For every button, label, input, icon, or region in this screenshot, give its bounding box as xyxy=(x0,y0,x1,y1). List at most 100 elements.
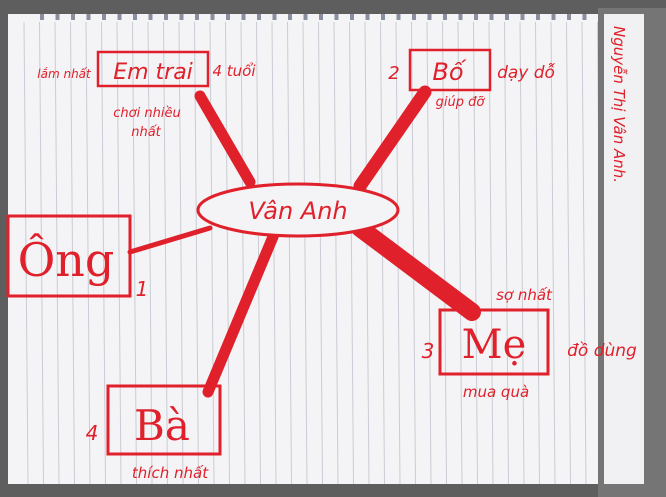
ruled-line xyxy=(240,21,246,485)
spiral-hole xyxy=(334,14,339,20)
node-ong-label: Ông xyxy=(18,232,115,287)
number-me: 3 xyxy=(422,339,435,363)
spiral-hole xyxy=(226,14,230,20)
ruled-line xyxy=(364,21,370,485)
ruled-line xyxy=(163,21,168,485)
spiral-hole xyxy=(210,14,215,20)
ruled-line xyxy=(39,21,44,485)
spiral-hole xyxy=(164,14,168,20)
spiral-hole xyxy=(257,14,261,20)
number-bo: 2 xyxy=(388,63,399,84)
ruled-line xyxy=(442,21,447,485)
spiral-hole xyxy=(179,14,184,20)
spiral-hole xyxy=(102,14,106,20)
branch-stroke-ba xyxy=(202,226,281,398)
spiral-hole xyxy=(117,14,122,20)
ruled-line xyxy=(349,21,354,485)
spiral-hole xyxy=(443,14,447,20)
spiral-hole xyxy=(148,14,153,20)
spiral-hole xyxy=(71,14,75,20)
spiral-hole xyxy=(303,14,308,20)
spiral-hole xyxy=(272,14,277,20)
spiral-hole xyxy=(582,14,587,20)
ruled-line xyxy=(581,21,587,485)
spiral-hole xyxy=(288,14,292,20)
spiral-hole xyxy=(86,14,91,20)
note-em-trai-1: lắm nhất xyxy=(37,67,92,81)
ruled-line xyxy=(488,21,494,485)
ruled-line xyxy=(85,21,91,485)
node-bo xyxy=(408,48,492,92)
spiral-hole xyxy=(520,14,525,20)
spiral-hole xyxy=(474,14,478,20)
ruled-line xyxy=(535,21,540,485)
spiral-hole xyxy=(551,14,556,20)
branch-stroke-ong xyxy=(127,225,213,255)
note-em-trai-3: chơi nhiều xyxy=(113,106,180,121)
spiral-hole xyxy=(458,14,463,20)
spiral-hole xyxy=(133,14,137,20)
ruled-line xyxy=(70,21,75,485)
ruled-line xyxy=(54,21,60,485)
node-ba-label: Bà xyxy=(134,401,190,450)
spiral-hole xyxy=(536,14,540,20)
spiral-hole xyxy=(195,14,199,20)
ruled-line xyxy=(457,21,463,485)
note-em-trai-2: 4 tuổi xyxy=(212,62,256,80)
ruled-line xyxy=(116,21,122,485)
spiral-hole xyxy=(365,14,370,20)
ruled-line xyxy=(550,21,556,485)
node-bo-label: Bố xyxy=(432,58,466,86)
author-signature: Nguyễn Thị Vân Anh. xyxy=(610,26,628,183)
node-me xyxy=(438,308,550,376)
center-node xyxy=(196,182,400,238)
ruled-line xyxy=(147,21,153,485)
ruled-line xyxy=(23,21,29,485)
note-bo-1: dạy dỗ xyxy=(497,62,555,83)
ruled-line xyxy=(194,21,199,485)
node-ba xyxy=(106,384,222,456)
spiral-hole xyxy=(505,14,509,20)
number-ong: 1 xyxy=(136,277,149,301)
ruled-line xyxy=(504,21,509,485)
note-me-3: mua quà xyxy=(463,383,529,401)
ruled-line xyxy=(318,21,323,485)
ruled-line xyxy=(566,21,571,485)
ruled-line xyxy=(271,21,277,485)
note-em-trai-4: nhất xyxy=(131,125,161,140)
ruled-line xyxy=(178,21,184,485)
branch-stroke-me xyxy=(351,219,481,321)
center-label: Vân Anh xyxy=(248,197,347,225)
spiral-hole xyxy=(412,14,416,20)
spiral-hole xyxy=(241,14,246,20)
spiral-hole xyxy=(40,14,44,20)
page-margin xyxy=(604,14,644,484)
spiral-hole xyxy=(396,14,401,20)
ruled-line xyxy=(519,21,525,485)
branch-stroke-bo xyxy=(353,85,432,193)
spiral-hole xyxy=(489,14,494,20)
spiral-hole xyxy=(55,14,60,20)
ruled-line xyxy=(225,21,230,485)
ruled-line xyxy=(473,21,478,485)
note-me-1: sợ nhất xyxy=(496,286,553,304)
ruled-line xyxy=(287,21,292,485)
spiral-hole xyxy=(319,14,323,20)
node-me-label: Mẹ xyxy=(462,322,527,368)
number-ba: 4 xyxy=(86,421,99,445)
node-em-trai xyxy=(96,50,210,88)
ruled-line xyxy=(333,21,339,485)
note-ba-1: thích nhất xyxy=(132,464,209,482)
note-bo-2: giúp đỡ xyxy=(436,95,486,110)
branch-strokes xyxy=(127,85,481,398)
ruled-line xyxy=(256,21,261,485)
spiral-hole xyxy=(427,14,432,20)
ruled-line xyxy=(101,21,106,485)
node-em-trai-label: Em trai xyxy=(113,60,193,85)
ruled-line xyxy=(302,21,308,485)
ruled-line xyxy=(411,21,416,485)
ruled-line xyxy=(209,21,215,485)
spiral-hole xyxy=(567,14,571,20)
note-me-2: đồ dùng xyxy=(567,340,637,361)
